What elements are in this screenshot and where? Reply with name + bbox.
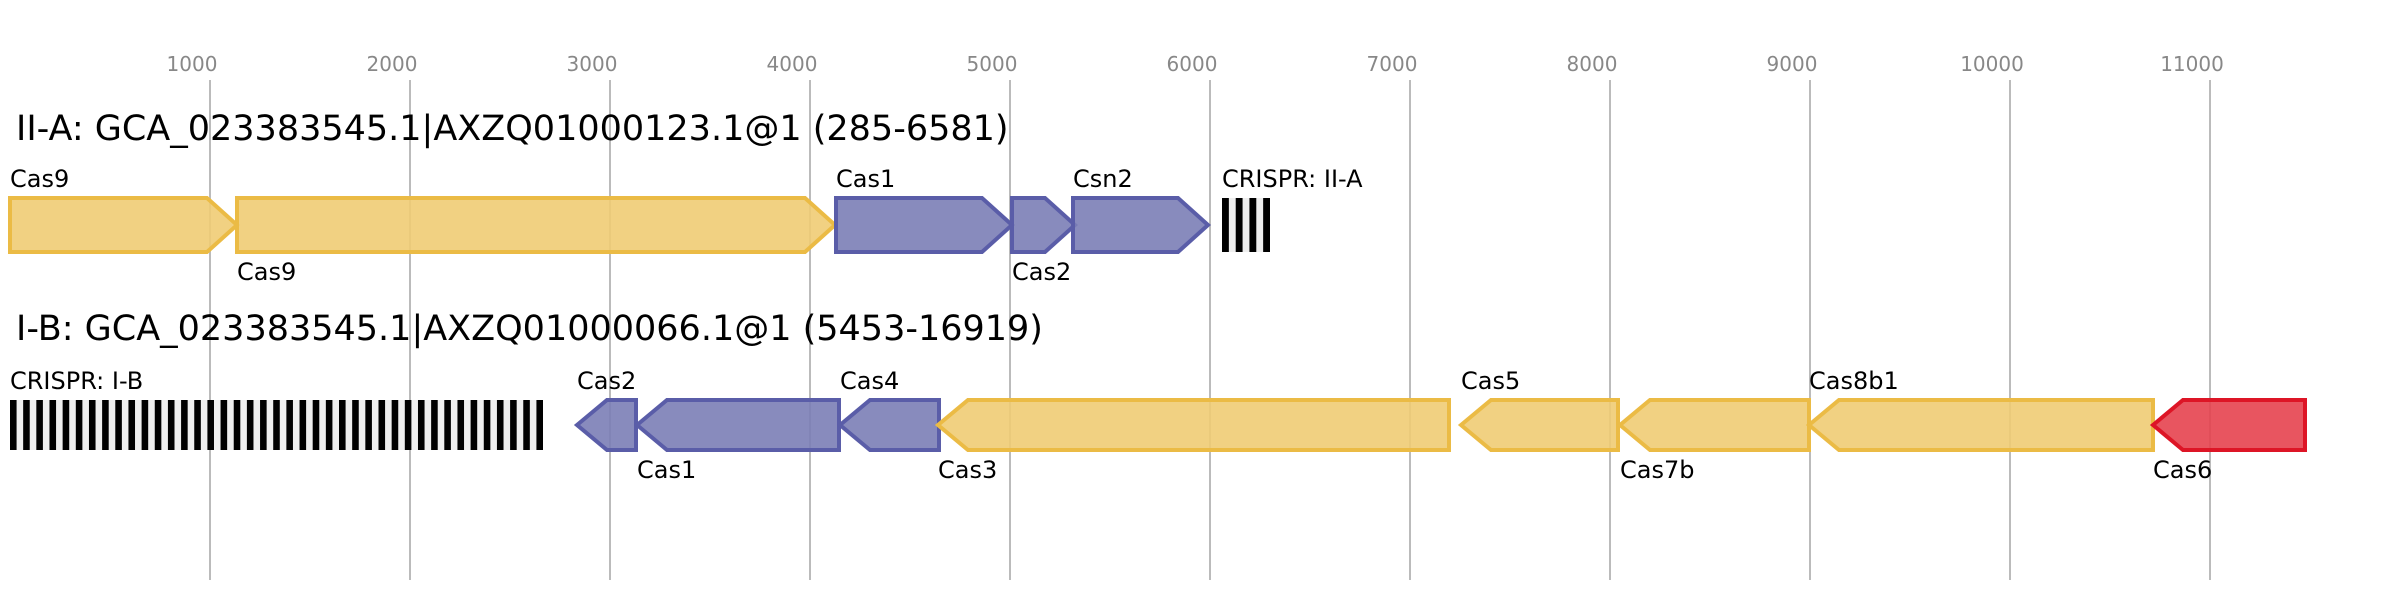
crispr-repeat (1249, 198, 1257, 252)
crispr-repeat (391, 400, 399, 450)
crispr-repeat (88, 400, 96, 450)
crispr-repeat (378, 400, 386, 450)
tick-label: 7000 (1367, 52, 1418, 76)
tick-label: 9000 (1767, 52, 1818, 76)
tick-label: 6000 (1167, 52, 1218, 76)
crispr-repeat (102, 400, 109, 450)
crispr-repeat (233, 400, 241, 450)
crispr-repeat (496, 400, 504, 450)
gene-label: Cas9 (10, 165, 69, 193)
tick-label: 2000 (367, 52, 418, 76)
crispr-repeat (1222, 198, 1229, 252)
crispr-repeat (352, 400, 359, 450)
gene-arrow-cas5 (1457, 398, 1620, 452)
gene-arrow-cas1 (834, 196, 1015, 254)
gene-arrow-cas6 (2149, 398, 2307, 452)
crispr-repeat (325, 400, 333, 450)
gene-label: Cas6 (2153, 456, 2212, 484)
crispr-repeat (1235, 198, 1243, 252)
crispr-repeat (115, 400, 122, 450)
gene-arrow-cas8b1 (1805, 398, 2155, 452)
crispr-repeat (286, 400, 293, 450)
gene-label: Csn2 (1073, 165, 1133, 193)
crispr-repeat (181, 400, 188, 450)
gene-arrow-cas9 (235, 196, 838, 254)
gene-label: Cas2 (1012, 258, 1071, 286)
crispr-repeat (154, 400, 162, 450)
crispr-repeat (1263, 198, 1270, 252)
crispr-repeat (431, 400, 438, 450)
gene-label: Cas3 (938, 456, 997, 484)
gene-arrow-cas2 (1010, 196, 1078, 254)
crispr-repeat (470, 400, 478, 450)
locus-title: II-A: GCA_023383545.1|AXZQ01000123.1@1 (… (16, 109, 1009, 149)
crispr-repeat (220, 400, 228, 450)
crispr-repeat (339, 400, 346, 450)
crispr-repeat (260, 400, 267, 450)
crispr-repeat (273, 400, 280, 450)
crispr-repeat (536, 400, 543, 450)
crispr-array (10, 400, 543, 450)
gene-label: Cas1 (836, 165, 895, 193)
crispr-array (1222, 198, 1270, 252)
crispr-repeat (483, 400, 491, 450)
tick-label: 1000 (167, 52, 218, 76)
gene-label: Cas2 (577, 367, 636, 395)
gene-label: Cas9 (237, 258, 296, 286)
crispr-repeat (128, 400, 136, 450)
locus-row: II-A: GCA_023383545.1|AXZQ01000123.1@1 (… (8, 109, 1363, 286)
gene-arrow-cas4 (836, 398, 941, 452)
crispr-repeat (246, 400, 254, 450)
tick-label: 10000 (1960, 52, 2024, 76)
crispr-repeat (510, 400, 517, 450)
gene-label: Cas8b1 (1809, 367, 1899, 395)
crispr-repeat (194, 400, 201, 450)
gene-arrow-cas3 (934, 398, 1451, 452)
tick-label: 5000 (967, 52, 1018, 76)
crispr-repeat (167, 400, 175, 450)
gene-arrow-cas2 (573, 398, 638, 452)
crispr-repeat (62, 400, 70, 450)
crispr-repeat (10, 400, 17, 450)
gene-arrow-cas7b (1616, 398, 1811, 452)
locus-row: I-B: GCA_023383545.1|AXZQ01000066.1@1 (5… (10, 309, 2307, 484)
locus-title: I-B: GCA_023383545.1|AXZQ01000066.1@1 (5… (16, 309, 1043, 349)
crispr-repeat (75, 400, 83, 450)
crispr-repeat (523, 400, 530, 450)
crispr-repeat (444, 400, 451, 450)
gene-label: Cas4 (840, 367, 899, 395)
crispr-repeat (457, 400, 465, 450)
crispr-repeat (365, 400, 372, 450)
crispr-repeat (49, 400, 57, 450)
tick-label: 4000 (767, 52, 818, 76)
crispr-spacer (1222, 198, 1270, 252)
gene-arrow-csn2 (1071, 196, 1211, 254)
grid-layer (209, 80, 2211, 580)
tick-label: 3000 (567, 52, 618, 76)
crispr-repeat (417, 400, 425, 450)
gene-arrow-cas9 (8, 196, 240, 254)
crispr-repeat (404, 400, 412, 450)
axis-tick-labels: 1000 2000 3000 4000 5000 6000 7000 8000 9000 1000… (167, 52, 2224, 76)
crispr-repeat (299, 400, 307, 450)
gene-arrow-cas1 (633, 398, 841, 452)
locus-rows: II-A: GCA_023383545.1|AXZQ01000123.1@1 (… (8, 109, 2307, 484)
crispr-repeat (207, 400, 214, 450)
gene-label: Cas1 (637, 456, 696, 484)
gene-label: Cas5 (1461, 367, 1520, 395)
crispr-repeat (312, 400, 320, 450)
gene-label: Cas7b (1620, 456, 1694, 484)
tick-label: 11000 (2160, 52, 2224, 76)
gene-label: CRISPR: I-B (10, 367, 143, 395)
crispr-repeat (23, 400, 30, 450)
gene-label: CRISPR: II-A (1222, 165, 1363, 193)
tick-label: 8000 (1567, 52, 1618, 76)
crispr-repeat (141, 400, 149, 450)
crispr-repeat (36, 400, 43, 450)
